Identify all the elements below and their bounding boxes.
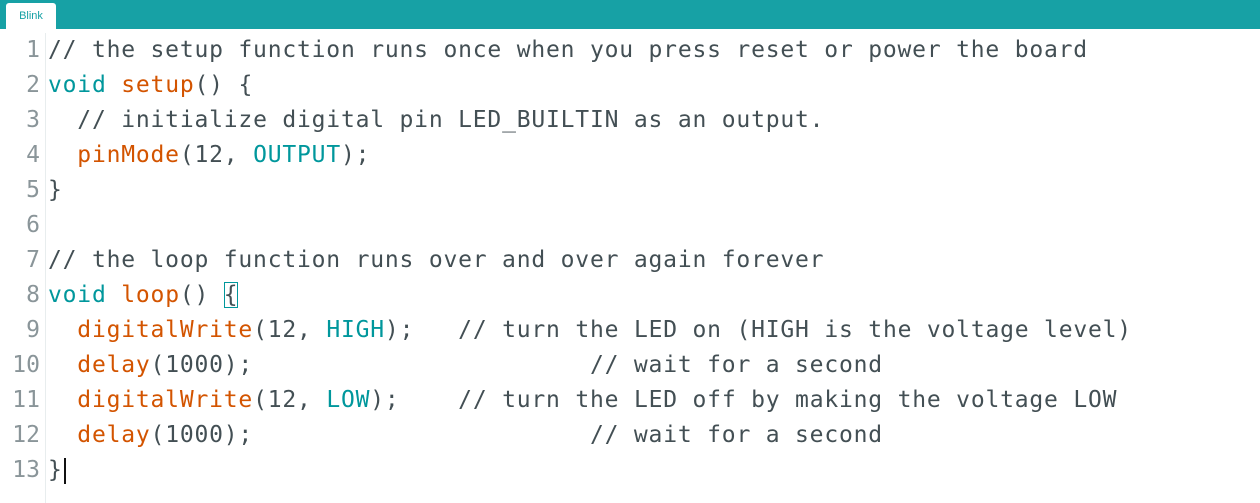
code-function: delay xyxy=(77,422,151,448)
line-code: delay(1000); // wait for a second xyxy=(48,348,883,383)
code-comment: // initialize digital pin LED_BUILTIN as… xyxy=(77,107,825,133)
code-line[interactable]: 4 pinMode(12, OUTPUT); xyxy=(0,138,1260,173)
line-code: // initialize digital pin LED_BUILTIN as… xyxy=(48,103,824,138)
code-comment: // turn the LED on (HIGH is the voltage … xyxy=(458,317,1132,343)
code-line[interactable]: 12 delay(1000); // wait for a second xyxy=(0,418,1260,453)
code-line[interactable]: 8 void loop() { xyxy=(0,278,1260,313)
code-line[interactable]: 6 xyxy=(0,208,1260,243)
line-number: 3 xyxy=(26,107,40,133)
line-number: 8 xyxy=(26,282,40,308)
code-line[interactable]: 5} xyxy=(0,173,1260,208)
line-number: 1 xyxy=(26,37,40,63)
code-text: (1000); xyxy=(150,352,590,378)
code-text xyxy=(107,72,122,98)
line-code: // the setup function runs once when you… xyxy=(48,33,1088,68)
line-code: delay(1000); // wait for a second xyxy=(48,418,883,453)
code-function: delay xyxy=(77,352,151,378)
line-number: 6 xyxy=(26,212,40,238)
code-line[interactable]: 3 // initialize digital pin LED_BUILTIN … xyxy=(0,103,1260,138)
code-function: setup xyxy=(121,72,195,98)
code-constant: LOW xyxy=(326,387,371,413)
line-code: void loop() { xyxy=(48,278,239,313)
code-function: digitalWrite xyxy=(77,387,254,413)
line-code: pinMode(12, OUTPUT); xyxy=(48,138,370,173)
line-number: 12 xyxy=(12,422,40,448)
code-text xyxy=(107,282,122,308)
line-code: } xyxy=(48,173,63,208)
matched-brace: { xyxy=(223,282,239,308)
code-line[interactable]: 11 digitalWrite(12, LOW); // turn the LE… xyxy=(0,383,1260,418)
code-constant: HIGH xyxy=(326,317,385,343)
code-text: () xyxy=(179,282,224,308)
code-comment: // wait for a second xyxy=(589,422,883,448)
code-text xyxy=(48,387,77,413)
code-line[interactable]: 10 delay(1000); // wait for a second xyxy=(0,348,1260,383)
tab-blink[interactable]: Blink xyxy=(6,3,56,29)
code-constant: OUTPUT xyxy=(253,142,341,168)
line-code: digitalWrite(12, LOW); // turn the LED o… xyxy=(48,383,1117,418)
code-comment: // wait for a second xyxy=(589,352,883,378)
code-text xyxy=(48,142,77,168)
code-function: pinMode xyxy=(77,142,180,168)
line-number: 11 xyxy=(12,387,40,413)
code-text xyxy=(48,422,77,448)
code-text: (12, xyxy=(253,317,327,343)
code-keyword: void xyxy=(48,72,107,98)
code-text: () { xyxy=(194,72,254,98)
line-code: void setup() { xyxy=(48,68,253,103)
line-number: 2 xyxy=(26,72,40,98)
code-text: (12, xyxy=(179,142,254,168)
code-line[interactable]: 2 void setup() { xyxy=(0,68,1260,103)
code-line[interactable]: 13} xyxy=(0,453,1260,488)
line-code: // the loop function runs over and over … xyxy=(48,243,824,278)
code-text: } xyxy=(48,457,63,483)
line-number: 5 xyxy=(26,177,40,203)
code-line[interactable]: 7 // the loop function runs over and over… xyxy=(0,243,1260,278)
code-function: digitalWrite xyxy=(77,317,254,343)
line-number: 10 xyxy=(12,352,40,378)
line-number: 7 xyxy=(26,247,40,273)
code-editor[interactable]: 1 // the setup function runs once when yo… xyxy=(0,33,1260,503)
code-text xyxy=(48,107,77,133)
code-comment: // the setup function runs once when you… xyxy=(48,37,1088,63)
text-cursor xyxy=(63,457,66,484)
code-comment: // the loop function runs over and over … xyxy=(48,247,825,273)
code-text: ); xyxy=(384,317,459,343)
code-comment: // turn the LED off by making the voltag… xyxy=(458,387,1118,413)
code-text: } xyxy=(48,177,63,203)
code-text: ); xyxy=(340,142,371,168)
line-number: 13 xyxy=(12,457,40,483)
code-text xyxy=(48,317,77,343)
code-text: (12, xyxy=(253,387,327,413)
line-code: } xyxy=(48,453,66,488)
code-text: ); xyxy=(370,387,459,413)
line-code: digitalWrite(12, HIGH); // turn the LED … xyxy=(48,313,1132,348)
code-text: (1000); xyxy=(150,422,590,448)
code-line[interactable]: 1 // the setup function runs once when yo… xyxy=(0,33,1260,68)
gutter-divider xyxy=(45,33,46,503)
code-function: loop xyxy=(121,282,180,308)
code-keyword: void xyxy=(48,282,107,308)
line-number: 9 xyxy=(26,317,40,343)
line-number: 4 xyxy=(26,142,40,168)
code-line[interactable]: 9 digitalWrite(12, HIGH); // turn the LE… xyxy=(0,313,1260,348)
tab-bar: Blink xyxy=(0,0,1260,29)
code-text xyxy=(48,352,77,378)
